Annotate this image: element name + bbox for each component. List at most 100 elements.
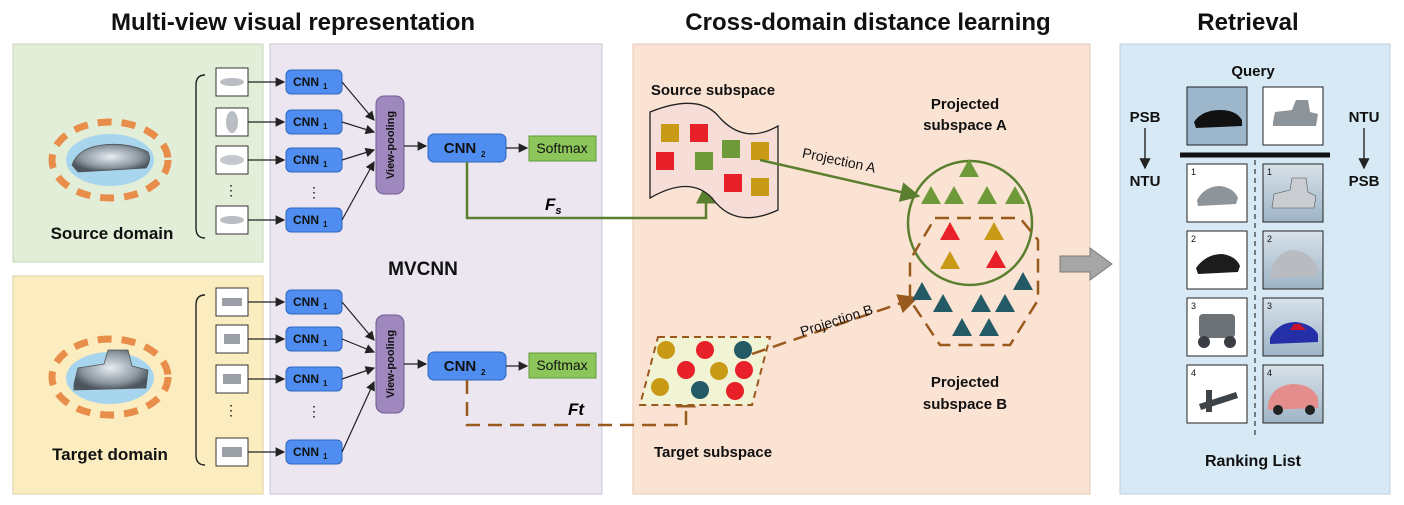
ranking-list-label: Ranking List — [1205, 453, 1302, 470]
projected-b-triangles — [912, 272, 1033, 336]
svg-text:View-pooling: View-pooling — [385, 111, 397, 179]
svg-text:1: 1 — [323, 82, 328, 91]
target-cnn1-box: CNN 1 — [285, 366, 343, 392]
left-ntu-label: NTU — [1130, 173, 1161, 190]
projected-a-label: Projected — [931, 96, 999, 113]
source-cnn-ellipsis: ⋮ — [307, 184, 321, 200]
svg-text:1: 1 — [323, 339, 328, 348]
target-pool-arrows — [341, 301, 376, 453]
target-cnn-ellipsis: ⋮ — [307, 403, 321, 419]
svg-text:1: 1 — [1191, 167, 1196, 177]
target-subspace-label: Target subspace — [654, 444, 772, 461]
to-retrieval-arrow — [1059, 247, 1113, 281]
svg-text:Softmax: Softmax — [536, 140, 587, 156]
svg-text:4: 4 — [1267, 368, 1272, 378]
source-bracket — [195, 74, 206, 239]
svg-text:CNN: CNN — [293, 445, 319, 459]
source-view-pooling-box: View-pooling — [375, 95, 405, 195]
svg-text:CNN: CNN — [293, 332, 319, 346]
target-view-pooling-box: View-pooling — [375, 314, 405, 414]
projected-subspace-b-shape — [908, 216, 1040, 347]
query-car-icon — [1194, 110, 1242, 128]
svg-text:4: 4 — [1191, 368, 1196, 378]
target-cnn1-box: CNN 1 — [285, 289, 343, 315]
source-cnn1-box: CNN 1 — [285, 109, 343, 135]
ranking-row: 3 3 — [1186, 297, 1324, 357]
target-cnn2-box: CNN 2 — [427, 351, 507, 381]
source-softmax-box: Softmax — [528, 135, 597, 162]
projected-a-triangles — [921, 159, 1025, 269]
ft-label: Ft — [568, 400, 585, 419]
target-cnn1-box: CNN 1 — [285, 326, 343, 352]
source-domain-label: Source domain — [51, 224, 174, 243]
svg-text:1: 1 — [323, 379, 328, 388]
svg-text:CNN: CNN — [293, 372, 319, 386]
svg-text:CNN: CNN — [293, 115, 319, 129]
ranking-row: 1 1 — [1186, 163, 1324, 223]
svg-text:CNN: CNN — [293, 295, 319, 309]
source-cnn2-box: CNN 2 — [427, 133, 507, 163]
source-subspace-label: Source subspace — [651, 82, 775, 99]
target-object-ring — [48, 335, 172, 419]
source-cnn1-arrows — [248, 77, 286, 225]
source-cnn1-box: CNN 1 — [285, 207, 343, 233]
right-ntu-label: NTU — [1349, 109, 1380, 126]
svg-text:2: 2 — [1191, 234, 1196, 244]
svg-text:3: 3 — [1267, 301, 1272, 311]
svg-text:View-pooling: View-pooling — [385, 330, 397, 398]
svg-text:CNN: CNN — [293, 153, 319, 167]
svg-text:2: 2 — [1267, 234, 1272, 244]
projected-b-label: Projected — [931, 374, 999, 391]
source-car-3d-icon — [71, 143, 150, 173]
target-bracket — [195, 294, 206, 466]
projection-a-arrow — [759, 158, 921, 202]
ranking-row: 2 2 — [1186, 230, 1324, 290]
svg-text:1: 1 — [323, 122, 328, 131]
right-psb-label: PSB — [1349, 173, 1380, 190]
query-truck-icon — [1273, 100, 1318, 126]
target-truck-3d-icon — [73, 349, 149, 391]
svg-text:CNN: CNN — [444, 358, 477, 375]
svg-text:2: 2 — [481, 150, 486, 159]
svg-text:CNN: CNN — [293, 213, 319, 227]
source-subspace-squares — [656, 124, 769, 196]
target-thumb-ellipsis: ⋮ — [224, 402, 238, 418]
ft-feature-path — [465, 380, 696, 427]
source-cnn1-box: CNN 1 — [285, 69, 343, 95]
target-cnn1-box: CNN 1 — [285, 439, 343, 465]
projection-b-arrow — [751, 294, 919, 356]
mvcnn-label: MVCNN — [388, 259, 458, 280]
ranking-row: 4 4 — [1186, 364, 1324, 424]
title-retrieval: Retrieval — [1197, 9, 1298, 36]
svg-text:1: 1 — [323, 302, 328, 311]
source-pool-arrows — [341, 81, 376, 221]
left-psb-label: PSB — [1130, 109, 1161, 126]
target-view-thumbnails — [215, 287, 249, 467]
projected-a-label-2: subspace A — [923, 117, 1007, 134]
svg-text:Softmax: Softmax — [536, 357, 587, 373]
query-label: Query — [1231, 63, 1275, 80]
source-subspace-shape — [649, 102, 779, 219]
svg-text:2: 2 — [481, 368, 486, 377]
fs-feature-path — [465, 162, 716, 220]
svg-text:CNN: CNN — [293, 75, 319, 89]
target-subspace-circles — [651, 341, 753, 400]
svg-text:CNN: CNN — [444, 140, 477, 157]
source-object-ring — [48, 118, 172, 202]
title-multiview: Multi-view visual representation — [111, 9, 475, 36]
source-cnn1-box: CNN 1 — [285, 147, 343, 173]
svg-text:3: 3 — [1191, 301, 1196, 311]
target-softmax-box: Softmax — [528, 352, 597, 379]
svg-text:1: 1 — [323, 452, 328, 461]
projected-b-label-2: subspace B — [923, 396, 1007, 413]
svg-text:1: 1 — [1267, 167, 1272, 177]
source-view-thumbnails — [215, 67, 249, 235]
target-cnn1-arrows — [248, 297, 286, 457]
fs-label: Fs — [545, 195, 562, 217]
svg-text:1: 1 — [323, 220, 328, 229]
svg-text:1: 1 — [323, 160, 328, 169]
title-crossdomain: Cross-domain distance learning — [685, 9, 1050, 36]
target-domain-label: Target domain — [52, 445, 168, 464]
source-thumb-ellipsis: ⋮ — [224, 182, 238, 198]
